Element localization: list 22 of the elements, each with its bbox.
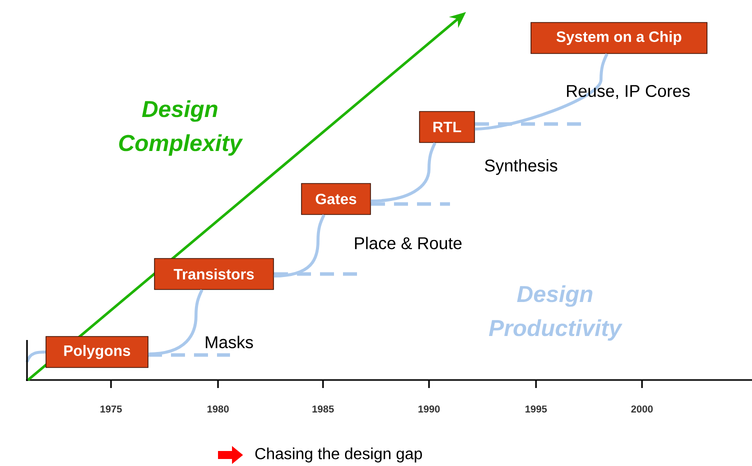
axis-title: Design Complexity xyxy=(119,100,243,156)
stage-box: System on a Chip xyxy=(530,22,708,54)
stage-label: Place & Route xyxy=(355,236,462,250)
tick-label: 1985 xyxy=(312,405,334,413)
stage-label: Reuse, IP Cores xyxy=(567,84,690,100)
productivity-curve xyxy=(148,289,204,356)
stage-box: Gates xyxy=(301,183,371,215)
stage-label: Synthesis xyxy=(484,159,558,175)
stage-box: Transistors xyxy=(154,258,274,290)
legend-text: Chasing the design gap xyxy=(255,448,422,462)
tick-label: 1975 xyxy=(100,405,122,413)
productivity-curve xyxy=(370,142,436,202)
axis-title: Design Productivity xyxy=(488,285,622,341)
productivity-curve xyxy=(474,53,608,130)
tick-label: 2000 xyxy=(631,405,653,413)
stage-label: Masks xyxy=(206,336,253,348)
tick-label: 1980 xyxy=(208,405,229,413)
productivity-curve xyxy=(274,214,326,278)
tick-label: 1990 xyxy=(418,405,440,413)
stage-box: Polygons xyxy=(46,336,148,368)
tick-label: 1995 xyxy=(526,405,547,413)
stage-box: RTL xyxy=(419,111,475,143)
